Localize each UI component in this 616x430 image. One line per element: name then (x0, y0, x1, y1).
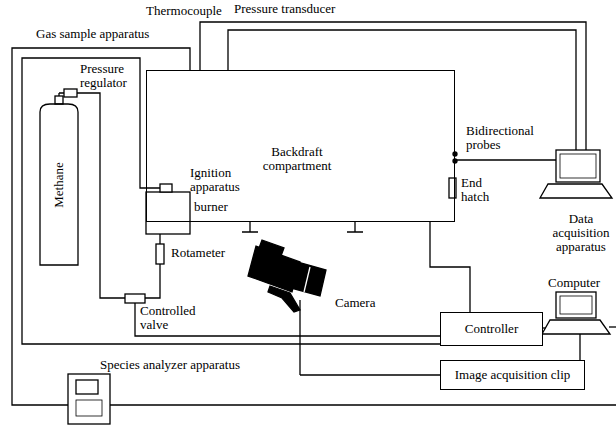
valve-control-line (135, 303, 440, 336)
ignition-line (22, 58, 440, 344)
camera-lens (291, 262, 326, 296)
pressure-regulator (64, 89, 77, 97)
fuel-pipe (145, 264, 160, 298)
part-label: Pressure regulator (80, 62, 138, 90)
stand (347, 222, 363, 232)
camera-cable (299, 300, 300, 375)
part-label: Data acquisition apparatus (548, 212, 614, 254)
probe-dot (453, 159, 457, 163)
computer-frame-line (609, 326, 616, 327)
clip-box: Image acquisition clip (440, 360, 585, 390)
laptop-screen (556, 150, 600, 182)
camera-handle (268, 286, 300, 312)
gas-pipe (59, 93, 125, 298)
laptop-base (540, 184, 612, 198)
part-label: Controlled valve (140, 304, 202, 332)
camera-lens-ring (304, 267, 310, 292)
node-label: Controller (465, 322, 518, 336)
part-label: Species analyzer apparatus (100, 358, 240, 372)
controller-box: Controller (440, 312, 543, 346)
part-label: Ignition apparatus (190, 166, 252, 194)
node-label: Image acquisition clip (455, 368, 571, 382)
cylinder-neck (55, 96, 63, 104)
computer-display (560, 296, 592, 314)
controlled-valve (125, 294, 145, 303)
part-label: Camera (335, 296, 375, 310)
node-label: Backdraft compartment (255, 145, 339, 173)
compartment-box: Backdraft compartment (146, 70, 455, 222)
part-label: End hatch (461, 176, 503, 204)
rotameter (156, 244, 164, 264)
methane-cylinder (40, 104, 78, 265)
computer-base (542, 320, 610, 334)
analyzer-screen (76, 380, 98, 394)
analyzer-panel (76, 400, 102, 416)
burner-box (146, 192, 190, 234)
part-label: Gas sample apparatus (36, 27, 149, 41)
connector-line (430, 222, 470, 312)
part-label: Thermocouple (146, 4, 222, 18)
part-label: Pressure transducer (234, 2, 335, 16)
probe-dot (453, 152, 457, 156)
camera-viewfinder (259, 240, 284, 256)
stand (242, 222, 258, 232)
laptop-display (560, 154, 596, 178)
fuel-pipe-top (159, 234, 160, 244)
part-label: Rotameter (171, 246, 225, 260)
cylinder-label: Methane (52, 162, 66, 207)
species-analyzer (68, 374, 110, 424)
part-label: Bidirectional probes (466, 124, 548, 152)
part-label: Computer (548, 276, 600, 290)
ignition-box (160, 184, 172, 192)
computer-clip-line (579, 334, 580, 360)
camera-cable (300, 374, 440, 375)
computer-screen (556, 292, 596, 318)
gas-sample-line (12, 48, 616, 405)
probe-line (457, 159, 556, 160)
part-label: burner (194, 200, 228, 214)
